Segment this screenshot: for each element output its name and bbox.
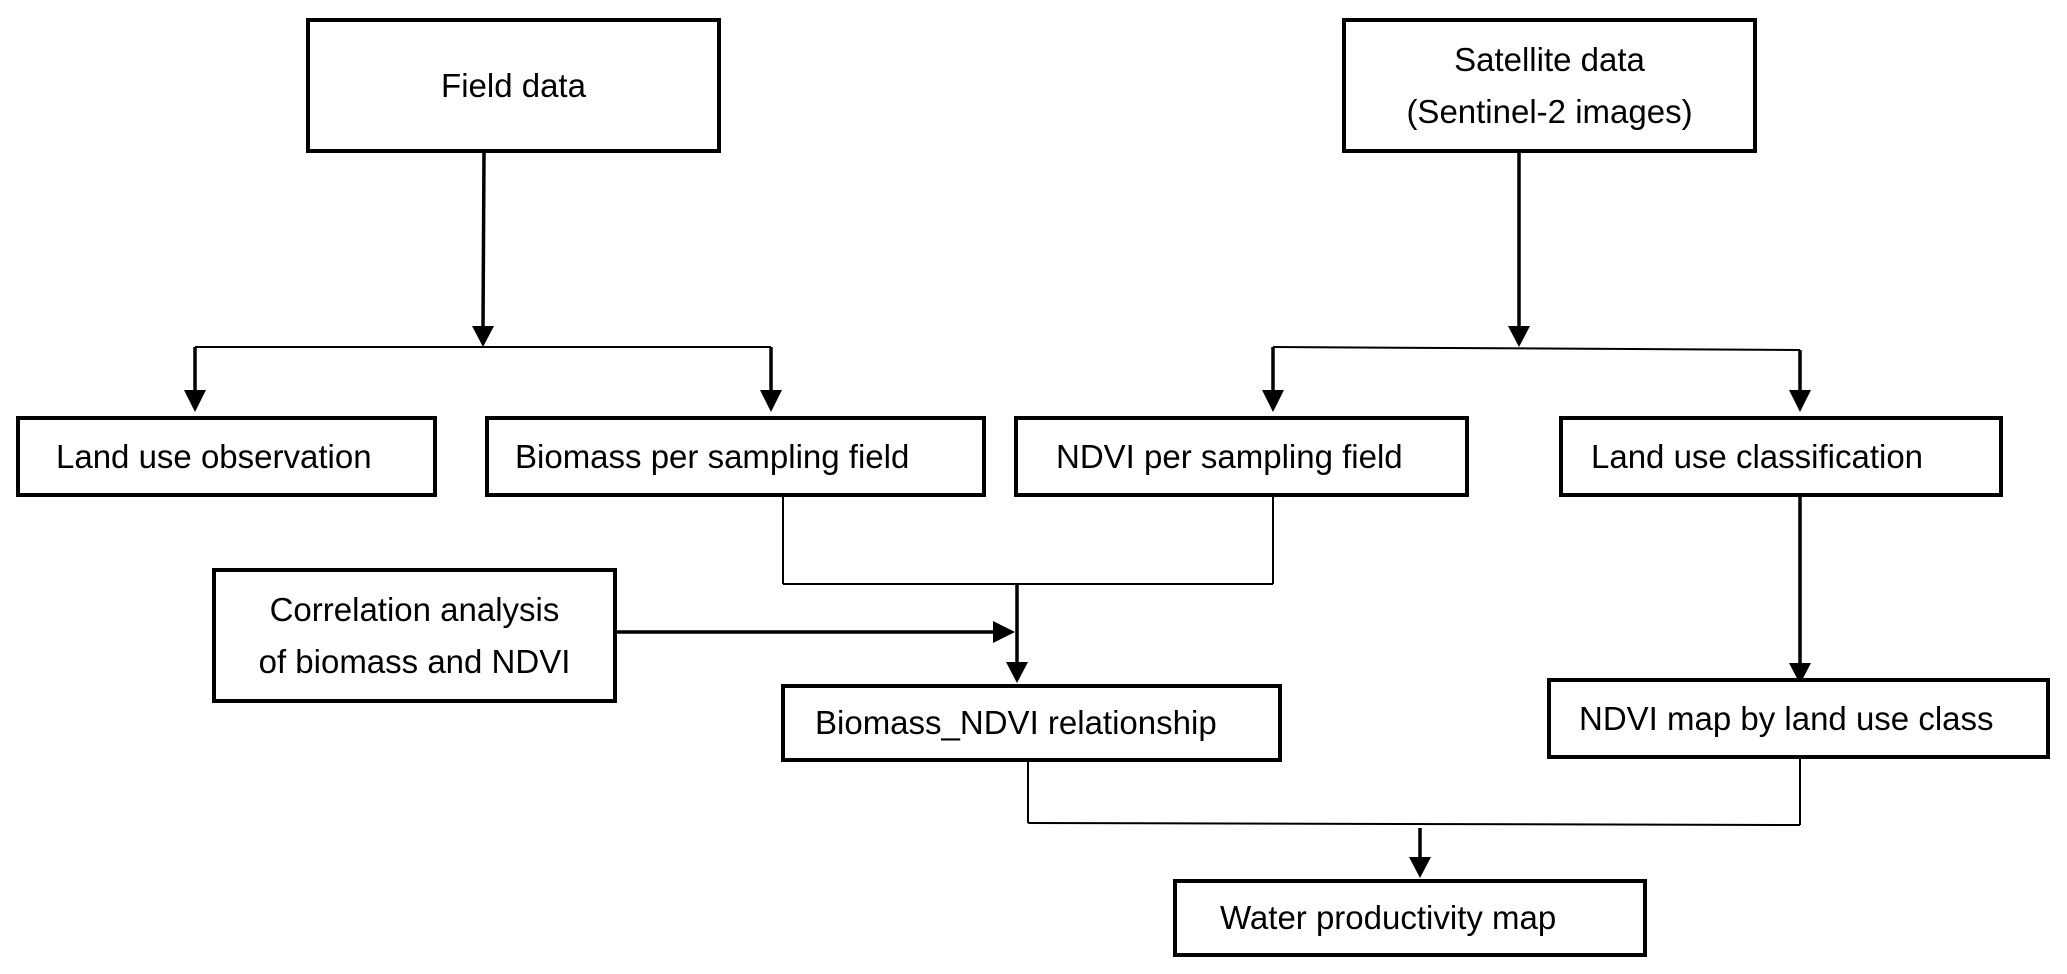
arrowhead-ndvi-per-sampling	[1262, 390, 1284, 412]
connector-field-data-trunk	[481, 151, 486, 330]
field-data-label: Field data	[441, 66, 586, 104]
correlation-analysis-box: Correlation analysis of biomass and NDVI	[212, 568, 617, 703]
water-productivity-map-label: Water productivity map	[1220, 899, 1557, 937]
arrowhead-land-use-observation	[184, 390, 206, 412]
arrowhead-relationship	[1006, 662, 1028, 683]
biomass-per-sampling-field-box: Biomass per sampling field	[485, 416, 986, 497]
water-productivity-map-box: Water productivity map	[1173, 879, 1647, 957]
arrowhead-water-productivity	[1409, 857, 1431, 878]
ndvi-map-by-land-use-class-label: NDVI map by land use class	[1579, 699, 1994, 737]
land-use-observation-box: Land use observation	[16, 416, 437, 497]
biomass-per-sampling-field-label: Biomass per sampling field	[515, 437, 910, 475]
land-use-classification-label: Land use classification	[1591, 437, 1924, 475]
biomass-ndvi-relationship-label: Biomass_NDVI relationship	[815, 704, 1217, 742]
land-use-observation-label: Land use observation	[56, 437, 372, 475]
arrowhead-ndvi-map	[1789, 663, 1811, 684]
arrowhead-field-data	[472, 326, 494, 347]
satellite-data-label-line2: (Sentinel-2 images)	[1406, 92, 1693, 130]
correlation-analysis-label-line2: of biomass and NDVI	[258, 642, 571, 680]
connector-final-merge	[1027, 822, 1801, 826]
correlation-analysis-label-line1: Correlation analysis	[269, 591, 560, 629]
field-data-box: Field data	[306, 18, 721, 153]
ndvi-per-sampling-field-box: NDVI per sampling field	[1014, 416, 1469, 497]
arrowhead-satellite	[1508, 326, 1530, 347]
satellite-data-box: Satellite data (Sentinel-2 images)	[1342, 18, 1757, 153]
arrowhead-biomass-per-sampling	[760, 390, 782, 412]
arrowhead-land-use-classification	[1789, 390, 1811, 412]
biomass-ndvi-relationship-box: Biomass_NDVI relationship	[781, 684, 1282, 762]
land-use-classification-box: Land use classification	[1559, 416, 2003, 497]
connector-satellite-branch	[1272, 346, 1801, 351]
ndvi-per-sampling-field-label: NDVI per sampling field	[1056, 437, 1403, 475]
ndvi-map-by-land-use-class-box: NDVI map by land use class	[1547, 678, 2050, 759]
arrowhead-correlation	[993, 621, 1015, 643]
satellite-data-label-line1: Satellite data	[1454, 41, 1645, 79]
